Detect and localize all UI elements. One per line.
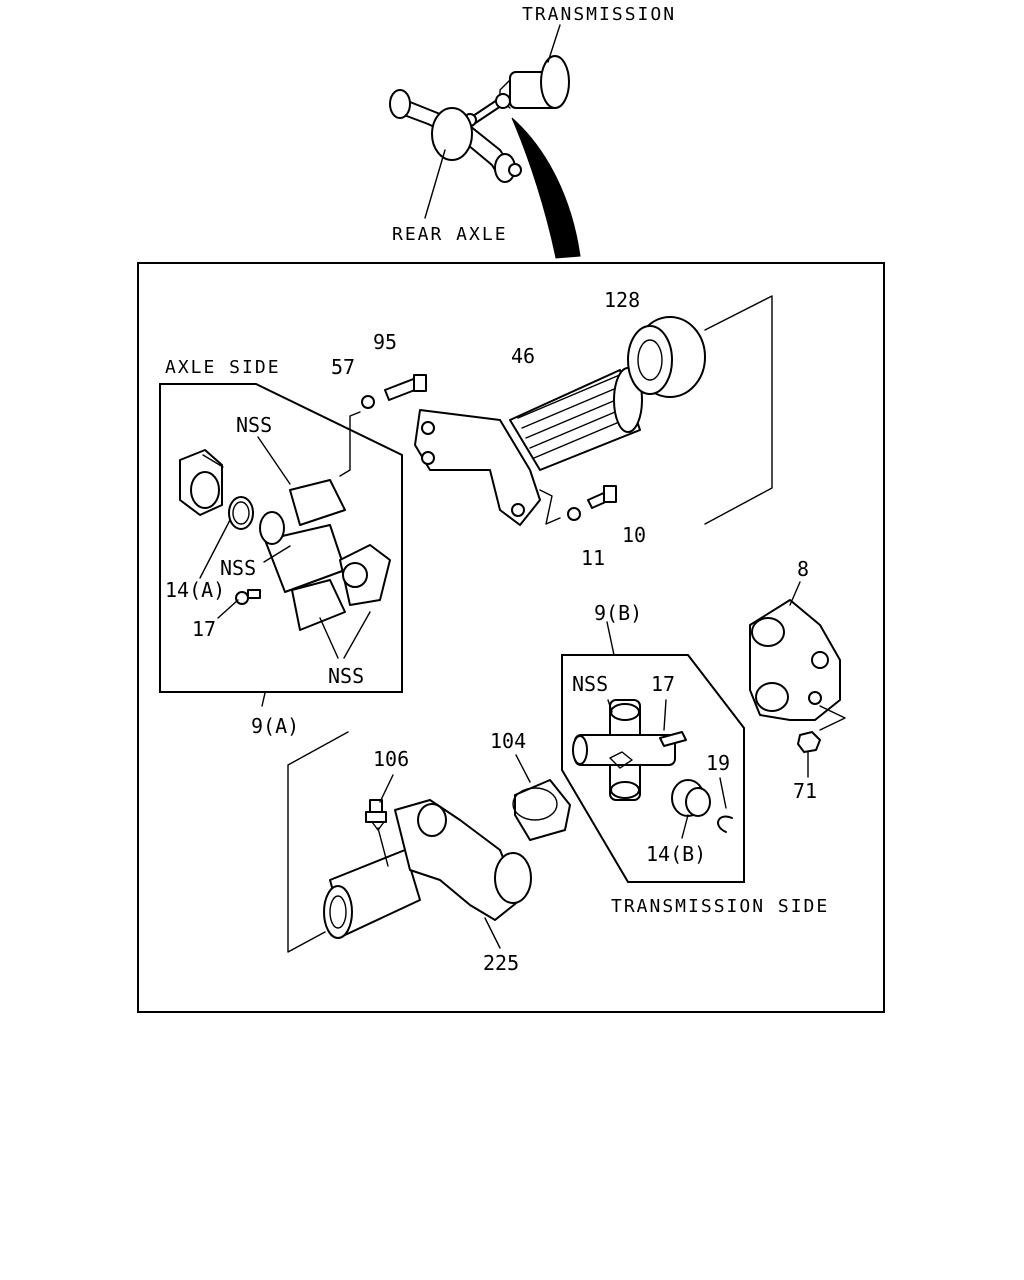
callout-17b: 17 [651, 672, 675, 696]
exploded-bracket-lower [287, 731, 349, 953]
callout-nss-mid: NSS [220, 556, 256, 580]
callout-14a: 14(A) [165, 578, 225, 602]
callout-nss-right: NSS [572, 672, 608, 696]
transmission-side-caption: TRANSMISSION SIDE [611, 896, 829, 917]
callout-71: 71 [793, 779, 817, 803]
callout-46: 46 [511, 344, 535, 368]
transmission-side-box [561, 654, 745, 883]
callout-9b: 9(B) [594, 601, 642, 625]
propeller-shaft-small [463, 93, 511, 127]
callout-225: 225 [483, 951, 519, 975]
washer-11 [567, 507, 581, 521]
transmission-caption: TRANSMISSION [522, 4, 676, 25]
universal-joint-9a [259, 479, 391, 631]
sleeve-yoke-225 [323, 799, 532, 939]
callout-11: 11 [581, 546, 605, 570]
callout-9a: 9(A) [251, 714, 299, 738]
transmission-housing [499, 55, 570, 109]
nut-71 [797, 731, 821, 753]
snap-ring-14a [228, 496, 254, 530]
snap-ring-19 [717, 815, 733, 833]
callout-nss-top: NSS [236, 413, 272, 437]
detail-pointer [511, 117, 581, 259]
washer-57 [361, 395, 375, 409]
slip-yoke-46 [414, 367, 643, 526]
bearing-cap-14b [671, 779, 711, 817]
callout-8: 8 [797, 557, 809, 581]
vehicle-overview: TRANSMISSION REAR AXLE [389, 4, 676, 259]
bolt-10 [587, 485, 617, 509]
seal-104 [512, 779, 571, 841]
callout-17a: 17 [192, 617, 216, 641]
detail-frame [137, 262, 885, 1013]
callout-14b: 14(B) [646, 842, 706, 866]
callout-128: 128 [604, 288, 640, 312]
callout-nss-bottom: NSS [328, 664, 364, 688]
axle-side-caption: AXLE SIDE [165, 357, 281, 378]
rear-axle-assembly [389, 89, 522, 183]
dust-cover-128 [627, 316, 706, 398]
callout-10: 10 [622, 523, 646, 547]
callout-106: 106 [373, 747, 409, 771]
axle-side-box [159, 383, 403, 693]
callout-104: 104 [490, 729, 526, 753]
bearing-cup-nss [179, 449, 223, 516]
grease-fitting-17b [659, 731, 687, 747]
bolt-95 [384, 374, 427, 401]
rear-axle-caption: REAR AXLE [392, 224, 508, 245]
callout-95: 95 [373, 330, 397, 354]
callout-57: 57 [331, 355, 355, 379]
flange-yoke-8 [749, 599, 841, 721]
callout-19: 19 [706, 751, 730, 775]
grease-fitting-17a [235, 589, 261, 605]
universal-joint-9b [572, 699, 676, 801]
plug-106 [365, 799, 387, 831]
exploded-bracket-upper [704, 295, 773, 525]
